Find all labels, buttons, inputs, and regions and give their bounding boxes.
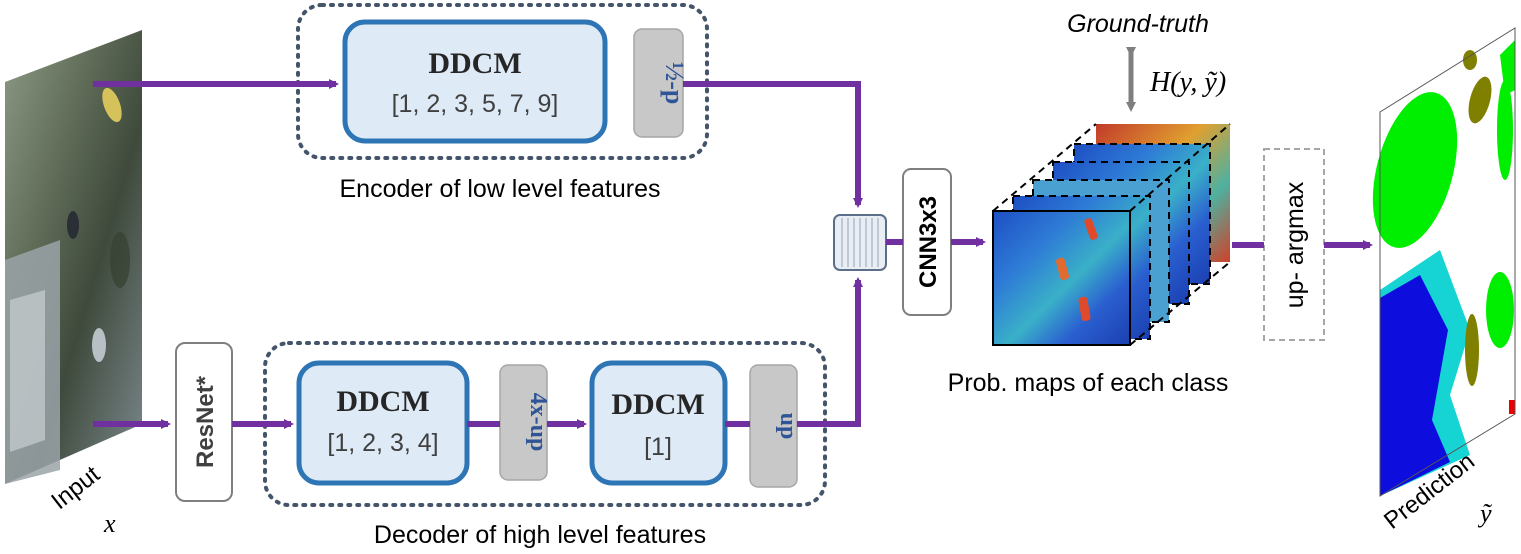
decoder-ddcm1-rates: [1, 2, 3, 4] [327,429,438,457]
encoder-ddcm-rates: [1, 2, 3, 5, 7, 9] [392,90,559,118]
upsample-4x-block: 4x-up [499,364,551,481]
prob-maps-caption: Prob. maps of each class [948,369,1229,397]
decoder-ddcm1-title: DDCM [336,385,429,418]
prediction-image [1372,27,1516,497]
up-label: up [775,413,801,440]
resnet-block: ResNet* [175,342,233,502]
flow-arrows [93,79,1373,429]
up-argmax-block: up- argmax [1263,148,1325,341]
cnn3x3-block: CNN3x3 [902,168,952,316]
concat-node [833,214,887,271]
encoder-ddcm-title: DDCM [428,47,521,80]
upsample-4x-label: 4x-up [525,393,551,452]
input-symbol: x [103,509,116,538]
up-argmax-label: up- argmax [1281,181,1309,308]
loss-label: H(y, ỹ) [1149,67,1226,98]
input-image [5,30,142,484]
encoder-caption: Encoder of low level features [339,175,660,203]
ground-truth-label: Ground-truth [1067,10,1209,38]
arrow-encoder-to-concat [683,81,863,208]
cnn3x3-label: CNN3x3 [915,196,942,288]
encoder-pool-block: ½-p [633,28,689,138]
decoder-ddcm2-title: DDCM [611,388,704,421]
prediction-symbol: ỹ [1477,499,1493,528]
up-block: up [749,364,801,488]
decoder-ddcm1-block: DDCM [1, 2, 3, 4] [296,360,470,486]
prob-maps-stack [992,123,1231,346]
resnet-label: ResNet* [192,375,219,468]
decoder-ddcm2-block: DDCM [1] [589,360,728,486]
decoder-ddcm2-rates: [1] [644,433,672,461]
encoder-ddcm-block: DDCM [1, 2, 3, 5, 7, 9] [342,19,608,144]
decoder-caption: Decoder of high level features [374,521,706,549]
arrow-decoder-to-concat [797,277,863,427]
